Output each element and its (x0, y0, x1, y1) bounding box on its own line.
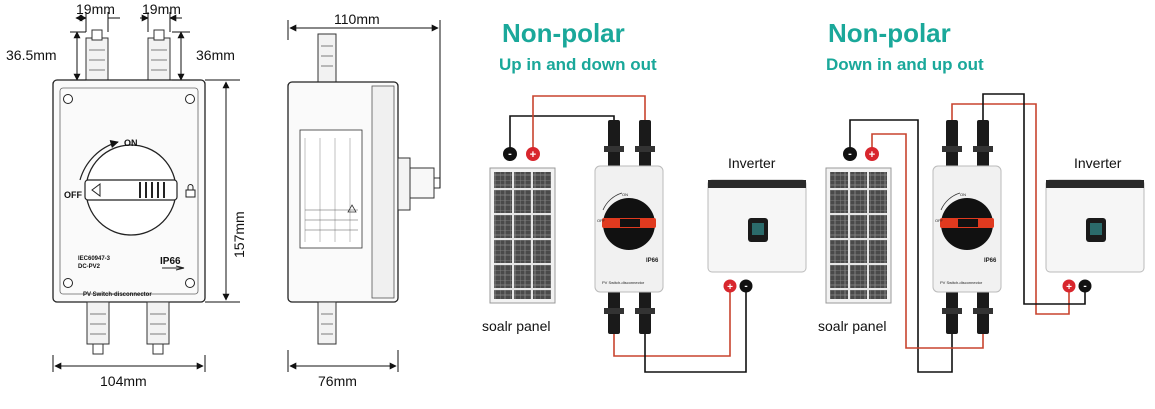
bottom-connector-left (86, 301, 110, 355)
dim-body-width: 104mm (100, 373, 147, 389)
diagram2-panel-plus-terminal: + (865, 147, 879, 161)
diagram1-panel-minus-terminal: - (503, 147, 517, 161)
diagram1-inverter (707, 179, 807, 273)
svg-text:-: - (744, 281, 747, 292)
diagram2-solar-panel (825, 167, 892, 304)
side-top-connector (317, 33, 337, 83)
diagram2-title: Non-polar (828, 18, 951, 48)
diagram1-wires (509, 95, 747, 373)
diagram1-subtitle: Up in and down out (499, 55, 657, 74)
diagram1-solar-panel (489, 167, 556, 304)
diagram2-inverter (1045, 179, 1145, 273)
svg-text:+: + (727, 282, 733, 293)
top-connector-left (85, 29, 109, 81)
diagram2-inverter-label: Inverter (1074, 155, 1122, 171)
svg-text:+: + (869, 149, 875, 161)
dim-left-height: 36.5mm (6, 47, 57, 63)
diagram1-panel-plus-terminal: + (526, 147, 540, 161)
dim-top-right-width: 19mm (142, 1, 181, 17)
svg-text:ON: ON (622, 192, 628, 197)
diagram2-panel-minus-terminal: - (843, 147, 857, 161)
diagram1-inverter-plus-terminal: + (723, 279, 737, 293)
wiring-diagram-1: Non-polar Up in and down out - + soalr p… (482, 18, 807, 373)
lock-icon (185, 184, 196, 198)
diagram2-inverter-plus-terminal: + (1062, 279, 1076, 293)
product-name-label: PV Switch-disconnector (83, 292, 152, 298)
on-label: ON (124, 138, 138, 148)
off-label: OFF (64, 190, 82, 200)
dim-side-bottom-width: 76mm (318, 373, 357, 389)
diagram1-title: Non-polar (502, 18, 625, 48)
standard-label: IEC60947-3 (78, 256, 111, 262)
side-view-drawing: 110mm 76mm (287, 11, 441, 389)
svg-text:OFF: OFF (935, 218, 944, 223)
category-label: DC-PV2 (78, 264, 101, 270)
svg-text:PV Switch-disconnector: PV Switch-disconnector (602, 280, 645, 285)
diagram1-inverter-minus-terminal: - (739, 279, 753, 293)
diagram1-switch-disconnector: ON OFF IP66 PV Switch-disconnector (594, 165, 664, 293)
diagram1-inverter-label: Inverter (728, 155, 776, 171)
svg-text:IP66: IP66 (646, 258, 659, 264)
diagram2-wires (849, 93, 1086, 373)
dim-body-height: 157mm (231, 211, 247, 258)
bottom-connector-right (146, 301, 170, 355)
svg-text:-: - (1083, 281, 1086, 292)
svg-text:+: + (1066, 282, 1072, 293)
top-connector-right (147, 29, 171, 81)
diagram2-subtitle: Down in and up out (826, 55, 984, 74)
dim-top-left-width: 19mm (76, 1, 115, 17)
diagram1-switch-connectors (604, 120, 655, 334)
side-label-plate (299, 129, 363, 249)
svg-text:-: - (848, 148, 852, 160)
diagram2-panel-label: soalr panel (818, 318, 887, 334)
svg-text:-: - (508, 148, 512, 160)
svg-text:OFF: OFF (597, 218, 606, 223)
dim-side-top-width: 110mm (334, 11, 380, 27)
svg-text:+: + (530, 149, 536, 161)
side-bottom-connector (317, 301, 337, 345)
front-view-drawing: ON OFF IEC60947-3 DC-PV2 IP66 PV Switch-… (6, 1, 247, 389)
rotary-knob-drawing (79, 140, 178, 236)
dimension-lines-side (287, 20, 441, 372)
diagram1-panel-label: soalr panel (482, 318, 551, 334)
svg-text:IP66: IP66 (984, 258, 997, 264)
dimension-lines-front (52, 12, 240, 372)
svg-text:PV Switch-disconnector: PV Switch-disconnector (940, 280, 983, 285)
wiring-diagram-2: Non-polar Down in and up out - + soalr p… (818, 18, 1145, 373)
diagram2-switch-connectors (942, 120, 993, 334)
svg-text:ON: ON (960, 192, 966, 197)
diagram2-inverter-minus-terminal: - (1078, 279, 1092, 293)
diagram2-switch-disconnector: ON OFF IP66 PV Switch-disconnector (932, 165, 1002, 293)
ip-rating-label: IP66 (160, 256, 181, 267)
dim-right-height: 36mm (196, 47, 235, 63)
